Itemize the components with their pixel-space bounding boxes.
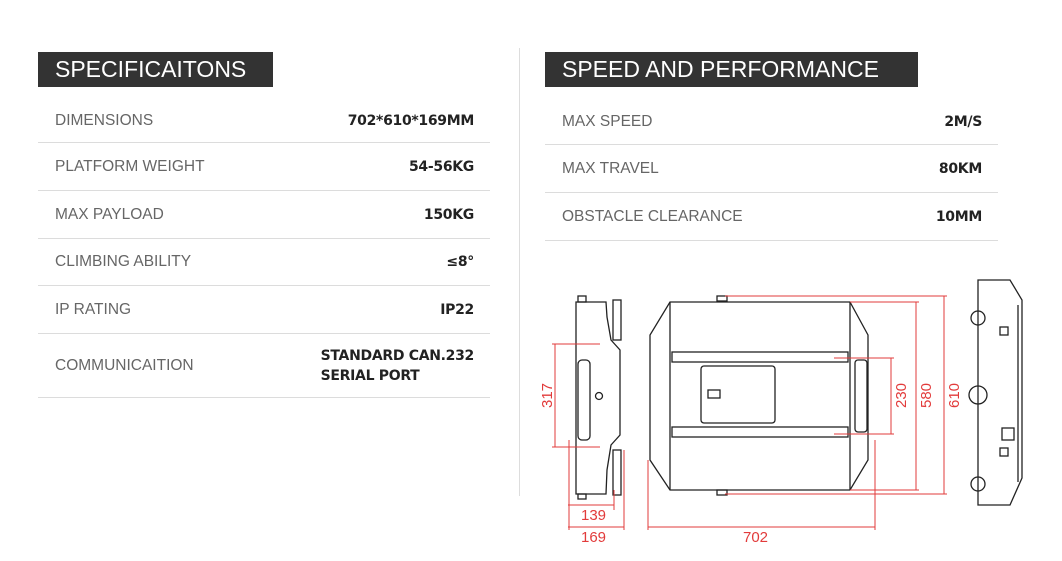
- spec-label: COMMUNICAITION: [55, 356, 194, 374]
- perf-row-clearance: OBSTACLE CLEARANCE 10MM: [545, 193, 998, 241]
- perf-value: 2M/S: [944, 114, 982, 130]
- spec-value: 150KG: [423, 206, 474, 223]
- spec-label: PLATFORM WEIGHT: [55, 157, 205, 175]
- column-divider: [519, 48, 520, 496]
- perf-label: OBSTACLE CLEARANCE: [562, 207, 743, 225]
- spec-value: 702*610*169MM: [347, 113, 475, 129]
- spec-row-climbing: CLIMBING ABILITY ≤8°: [38, 239, 490, 286]
- performance-title: SPEED AND PERFORMANCE: [545, 52, 918, 87]
- spec-label: CLIMBING ABILITY: [55, 253, 192, 270]
- dim-139: 139: [581, 507, 606, 524]
- dim-610: 610: [946, 383, 963, 408]
- spec-row-payload: MAX PAYLOAD 150KG: [38, 191, 490, 239]
- perf-value: 80KM: [938, 160, 982, 177]
- dimension-lines: [552, 295, 947, 530]
- spec-value-line: STANDARD CAN.232: [320, 347, 475, 364]
- dim-230: 230: [893, 383, 910, 408]
- dim-317: 317: [539, 383, 556, 408]
- specifications-title: SPECIFICAITONS: [38, 52, 273, 87]
- spec-label: IP RATING: [55, 300, 132, 318]
- spec-row-weight: PLATFORM WEIGHT 54-56KG: [38, 143, 490, 191]
- spec-row-dimensions: DIMENSIONS 702*610*169MM: [38, 100, 490, 143]
- dim-580: 580: [918, 383, 935, 408]
- spec-value-line: SERIAL PORT: [320, 367, 420, 384]
- side-view-right: [968, 279, 1023, 506]
- perf-label: MAX SPEED: [562, 113, 653, 130]
- perf-label: MAX TRAVEL: [562, 159, 659, 177]
- dim-169: 169: [581, 529, 606, 546]
- side-view-left: [575, 295, 622, 500]
- spec-row-ip: IP RATING IP22: [38, 286, 490, 334]
- spec-value: IP22: [440, 301, 474, 318]
- dim-702: 702: [743, 529, 768, 546]
- spec-label: MAX PAYLOAD: [55, 205, 164, 223]
- perf-row-travel: MAX TRAVEL 80KM: [545, 145, 998, 193]
- perf-row-speed: MAX SPEED 2M/S: [545, 100, 998, 145]
- spec-label: DIMENSIONS: [55, 112, 154, 129]
- perf-value: 10MM: [935, 208, 982, 225]
- spec-value: ≤8°: [446, 254, 474, 270]
- spec-value: 54-56KG: [408, 158, 474, 175]
- top-view: [649, 295, 869, 496]
